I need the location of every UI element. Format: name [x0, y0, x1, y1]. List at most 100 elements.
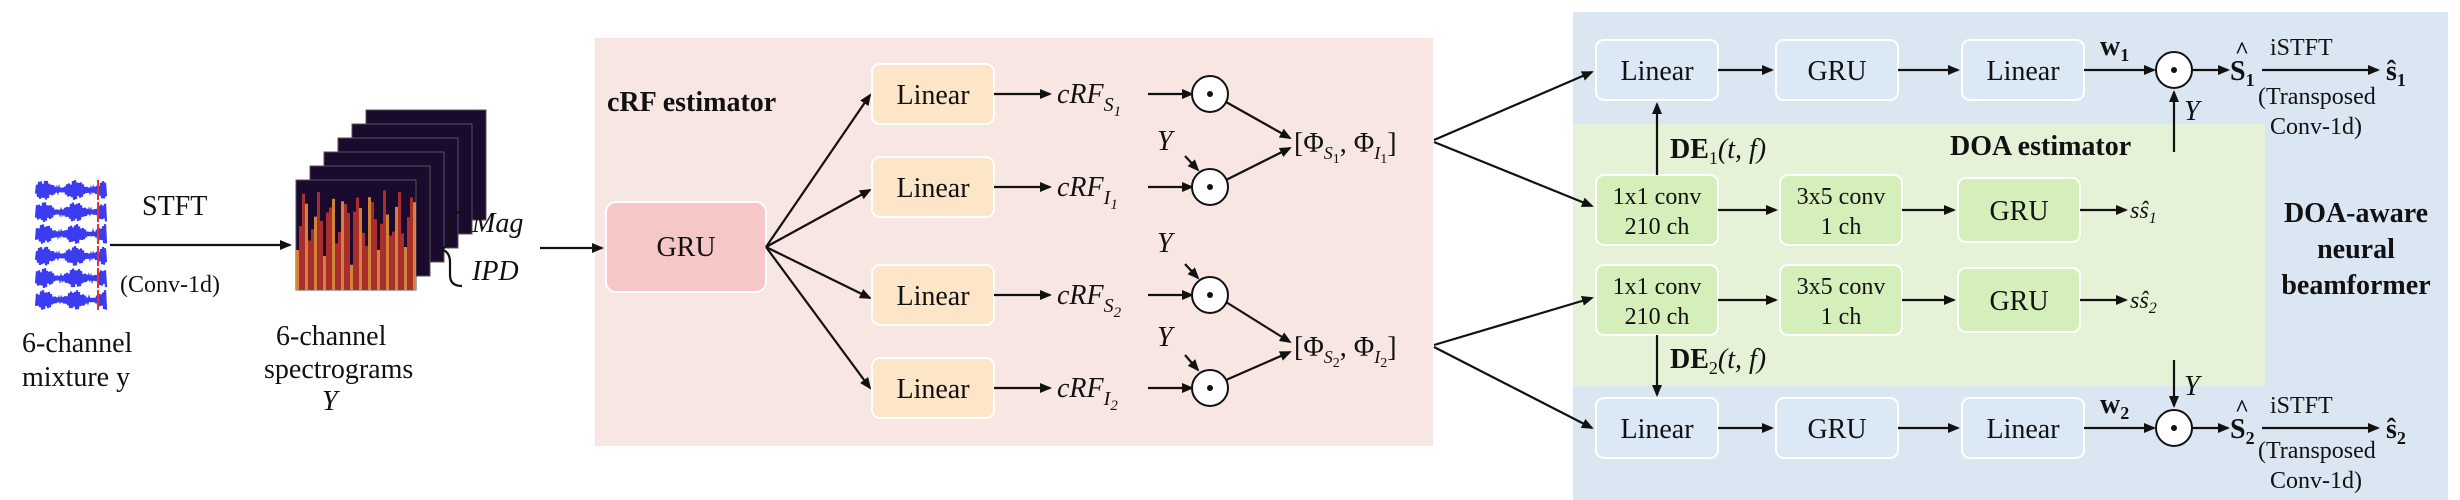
phi1-to-top-linear-arrow — [1433, 70, 1594, 142]
w2-label: w2 — [2100, 389, 2129, 423]
transposed-top-line1: (Transposed — [2258, 84, 2376, 110]
svg-text:GRU: GRU — [1989, 286, 2048, 317]
svg-text:GRU: GRU — [1989, 196, 2048, 227]
crf-linear-3: Linear — [871, 264, 995, 326]
svg-text:GRU: GRU — [1807, 56, 1866, 87]
crf-linear-4: Linear — [871, 357, 995, 419]
bf-title-line1: DOA-aware — [2284, 198, 2428, 229]
crf-output-s1: cRFS1 — [1057, 79, 1121, 120]
y1-to-dot2-arrow — [1184, 155, 1200, 172]
gru-to-linear4-arrow — [765, 246, 872, 390]
svg-text:210 ch: 210 ch — [1625, 214, 1690, 240]
dot1-to-phi1-arrow — [1225, 101, 1292, 139]
y-to-dot3-arrow — [1184, 263, 1200, 280]
svg-text:Linear: Linear — [896, 173, 970, 204]
svg-text:1x1 conv: 1x1 conv — [1613, 184, 1702, 210]
bf-top-linear-1: Linear — [1595, 39, 1719, 101]
doa-conv1-box-1: 1x1 conv 210 ch — [1595, 174, 1719, 246]
w1-label: w1 — [2100, 31, 2129, 65]
phi-2-label: [ΦS2, ΦI2] — [1294, 332, 1397, 371]
spectrogram-label-line1: 6-channel — [276, 321, 387, 352]
bf-bottom-dot-operator — [2155, 409, 2193, 447]
gru-to-linear1-arrow — [765, 93, 872, 248]
doa-conv1-box-2: 1x1 conv 210 ch — [1595, 264, 1719, 336]
bf-bottom-gru: GRU — [1775, 397, 1899, 459]
doa-region — [1573, 124, 2265, 386]
crf-y-label-1: Y — [1157, 126, 1176, 157]
ipd-label: IPD — [471, 256, 519, 287]
bf-top-dot-operator — [2155, 51, 2193, 89]
crf-output-s2: cRFS2 — [1057, 280, 1122, 321]
dot3-to-phi2-arrow — [1225, 301, 1292, 344]
doa-region-title: DOA estimator — [1950, 131, 2131, 162]
svg-text:1 ch: 1 ch — [1821, 304, 1862, 330]
doa-conv2-box-1: 3x5 conv 1 ch — [1779, 174, 1903, 246]
transposed-bottom-line2: Conv-1d) — [2270, 468, 2362, 494]
phi2-to-bottom-linear-arrow — [1433, 346, 1594, 429]
svg-text:Linear: Linear — [896, 281, 970, 312]
svg-text:Linear: Linear — [896, 80, 970, 111]
svg-text:Linear: Linear — [1620, 56, 1694, 87]
svg-text:3x5 conv: 3x5 conv — [1797, 184, 1886, 210]
crf-y-label-3: Y — [1157, 322, 1176, 353]
mag-ipd-brace — [439, 210, 463, 288]
bf-bottom-y-label: Y — [2184, 371, 2203, 402]
bf-top-y-label: Y — [2184, 96, 2203, 127]
bf-top-gru: GRU — [1775, 39, 1899, 101]
spectrogram-label-line2: spectrograms — [264, 354, 413, 385]
crf-y-label-2: Y — [1157, 228, 1176, 259]
crf-linear-1: Linear — [871, 63, 995, 125]
phi-1-label: [ΦS1, ΦI1] — [1294, 128, 1397, 167]
bf-title-line3: beamformer — [2281, 270, 2430, 301]
svg-text:210 ch: 210 ch — [1625, 304, 1690, 330]
istft-bottom-label: iSTFT — [2270, 393, 2333, 419]
svg-text:Linear: Linear — [1986, 414, 2060, 445]
doa-gru-box-2: GRU — [1957, 267, 2081, 333]
bf-bottom-linear-2: Linear — [1961, 397, 2085, 459]
crf-linear-2: Linear — [871, 156, 995, 218]
istft-top-label: iSTFT — [2270, 35, 2333, 61]
crf-region-title: cRF estimator — [607, 87, 776, 118]
svg-text:Linear: Linear — [1620, 414, 1694, 445]
crf-gru-label: GRU — [656, 232, 715, 263]
svg-text:1x1 conv: 1x1 conv — [1613, 274, 1702, 300]
spectrogram-symbol: Y — [322, 386, 341, 417]
gru-to-linear3-arrow — [765, 246, 872, 299]
svg-text:Linear: Linear — [1986, 56, 2060, 87]
dot-operator-2 — [1191, 168, 1229, 206]
dot4-to-phi2-arrow — [1225, 350, 1292, 382]
phi1-to-conv1-arrow — [1433, 140, 1594, 208]
svg-text:Linear: Linear — [896, 374, 970, 405]
mixture-label-line2: mixture y — [22, 362, 130, 393]
mixture-label-line1: 6-channel — [22, 328, 133, 359]
svg-text:3x5 conv: 3x5 conv — [1797, 274, 1886, 300]
s1-hat-caret: ^ — [2235, 38, 2249, 64]
mixture-waveform-icon — [34, 180, 108, 310]
stft-label: STFT — [142, 191, 207, 222]
doa-gru-box-1: GRU — [1957, 177, 2081, 243]
svg-text:GRU: GRU — [1807, 414, 1866, 445]
mag-label: Mag — [471, 208, 523, 239]
de2-label: DE2(t, f) — [1670, 344, 1766, 378]
phi2-to-conv2-arrow — [1433, 296, 1594, 347]
transposed-top-line2: Conv-1d) — [2270, 114, 2362, 140]
dot-operator-1 — [1191, 75, 1229, 113]
de1-label: DE1(t, f) — [1670, 134, 1766, 168]
s2-hat-caret: ^ — [2235, 396, 2249, 422]
crf-output-i1: cRFI1 — [1057, 172, 1118, 213]
bf-title-line2: neural — [2317, 234, 2395, 265]
doa-conv2-box-2: 3x5 conv 1 ch — [1779, 264, 1903, 336]
dot-operator-4 — [1191, 369, 1229, 407]
bf-bottom-linear-1: Linear — [1595, 397, 1719, 459]
dot-operator-3 — [1191, 276, 1229, 314]
crf-output-i2: cRFI2 — [1057, 373, 1118, 414]
conv1d-label: (Conv-1d) — [120, 272, 220, 298]
gru-to-linear2-arrow — [765, 189, 872, 248]
transposed-bottom-line1: (Transposed — [2258, 438, 2376, 464]
spectrogram-stack-icon — [295, 109, 487, 291]
y3-to-dot4-arrow — [1184, 354, 1200, 372]
svg-text:1 ch: 1 ch — [1821, 214, 1862, 240]
bf-top-linear-2: Linear — [1961, 39, 2085, 101]
dot2-to-phi1-arrow — [1225, 147, 1292, 181]
